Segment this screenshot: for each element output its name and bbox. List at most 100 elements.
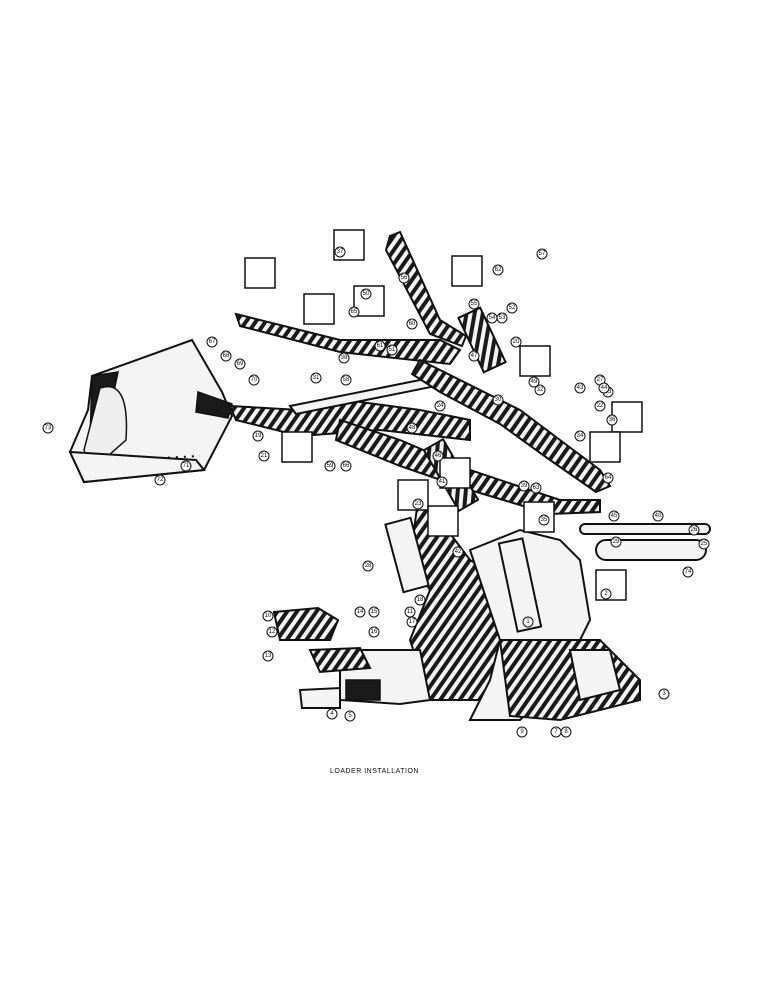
svg-text:49: 49 xyxy=(531,379,538,385)
svg-text:17: 17 xyxy=(409,619,416,625)
svg-text:65: 65 xyxy=(351,309,358,315)
svg-text:66: 66 xyxy=(343,463,350,469)
svg-text:47: 47 xyxy=(471,353,478,359)
callout-10: 10 xyxy=(262,610,274,622)
svg-text:58: 58 xyxy=(343,377,350,383)
callout-63: 63 xyxy=(530,482,542,494)
callout-14: 14 xyxy=(354,606,366,618)
svg-text:8: 8 xyxy=(564,729,568,735)
diagram-caption: LOADER INSTALLATION xyxy=(330,768,419,775)
svg-text:42: 42 xyxy=(455,549,462,555)
callout-45: 45 xyxy=(608,510,620,522)
svg-text:5: 5 xyxy=(348,713,352,719)
svg-text:25: 25 xyxy=(701,541,708,547)
callout-18: 18 xyxy=(414,594,426,606)
callout-51: 51 xyxy=(386,344,398,356)
svg-text:15: 15 xyxy=(371,609,378,615)
svg-text:53: 53 xyxy=(499,315,506,321)
svg-text:62: 62 xyxy=(495,267,502,273)
callout-34: 34 xyxy=(574,430,586,442)
svg-text:73: 73 xyxy=(45,425,52,431)
callout-72: 72 xyxy=(154,474,166,486)
svg-text:38: 38 xyxy=(341,355,348,361)
callout-12: 12 xyxy=(266,626,278,638)
callout-4: 4 xyxy=(326,708,338,720)
callout-23: 23 xyxy=(412,498,424,510)
callout-32: 32 xyxy=(534,384,546,396)
callout-54: 54 xyxy=(486,312,498,324)
svg-text:40: 40 xyxy=(655,513,662,519)
callout-24: 24 xyxy=(434,400,446,412)
callout-64: 64 xyxy=(602,472,614,484)
callout-30: 30 xyxy=(492,394,504,406)
svg-text:44: 44 xyxy=(601,385,608,391)
svg-text:61: 61 xyxy=(377,343,384,349)
callout-57: 57 xyxy=(536,248,548,260)
svg-text:51: 51 xyxy=(389,347,396,353)
svg-text:20: 20 xyxy=(513,339,520,345)
callout-40: 40 xyxy=(652,510,664,522)
svg-text:11: 11 xyxy=(407,609,414,615)
svg-text:74: 74 xyxy=(685,569,692,575)
svg-text:67: 67 xyxy=(209,339,216,345)
svg-text:71: 71 xyxy=(183,463,190,469)
callout-70: 70 xyxy=(248,374,260,386)
svg-text:30: 30 xyxy=(495,397,502,403)
svg-text:2: 2 xyxy=(604,591,608,597)
callout-19: 19 xyxy=(252,430,264,442)
callout-29: 29 xyxy=(610,536,622,548)
callout-3: 3 xyxy=(658,688,670,700)
svg-text:55: 55 xyxy=(471,301,478,307)
svg-text:22: 22 xyxy=(597,403,604,409)
svg-text:37: 37 xyxy=(337,249,344,255)
callout-55: 55 xyxy=(468,298,480,310)
svg-text:54: 54 xyxy=(489,315,496,321)
callout-36: 36 xyxy=(606,414,618,426)
callout-69: 69 xyxy=(234,358,246,370)
svg-text:50: 50 xyxy=(363,291,370,297)
svg-text:24: 24 xyxy=(437,403,444,409)
callout-48: 48 xyxy=(406,422,418,434)
svg-text:45: 45 xyxy=(611,513,618,519)
svg-text:64: 64 xyxy=(605,475,612,481)
callout-11: 11 xyxy=(404,606,416,618)
svg-text:27: 27 xyxy=(597,377,604,383)
callout-44: 44 xyxy=(598,382,610,394)
callout-15: 15 xyxy=(368,606,380,618)
svg-text:57: 57 xyxy=(539,251,546,257)
callout-35: 35 xyxy=(538,514,550,526)
svg-text:10: 10 xyxy=(265,613,272,619)
callout-37: 37 xyxy=(334,246,346,258)
svg-text:7: 7 xyxy=(554,729,558,735)
callout-25: 25 xyxy=(698,538,710,550)
callout-58: 58 xyxy=(340,374,352,386)
callout-61: 61 xyxy=(374,340,386,352)
callout-41: 41 xyxy=(436,476,448,488)
svg-text:29: 29 xyxy=(613,539,620,545)
callout-20: 20 xyxy=(510,336,522,348)
svg-text:16: 16 xyxy=(371,629,378,635)
svg-text:32: 32 xyxy=(537,387,544,393)
svg-text:23: 23 xyxy=(415,501,422,507)
svg-text:19: 19 xyxy=(255,433,262,439)
callout-65: 65 xyxy=(348,306,360,318)
svg-text:12: 12 xyxy=(269,629,276,635)
svg-text:39: 39 xyxy=(521,483,528,489)
svg-text:70: 70 xyxy=(251,377,258,383)
callout-62: 62 xyxy=(492,264,504,276)
svg-text:68: 68 xyxy=(223,353,230,359)
callout-8: 8 xyxy=(560,726,572,738)
svg-text:56: 56 xyxy=(401,275,408,281)
callout-5: 5 xyxy=(344,710,356,722)
svg-text:59: 59 xyxy=(327,463,334,469)
callout-73: 73 xyxy=(42,422,54,434)
callout-59: 59 xyxy=(324,460,336,472)
svg-text:69: 69 xyxy=(237,361,244,367)
callout-43: 43 xyxy=(574,382,586,394)
callout-49: 49 xyxy=(528,376,540,388)
svg-text:41: 41 xyxy=(439,479,446,485)
svg-text:35: 35 xyxy=(541,517,548,523)
callout-68: 68 xyxy=(220,350,232,362)
